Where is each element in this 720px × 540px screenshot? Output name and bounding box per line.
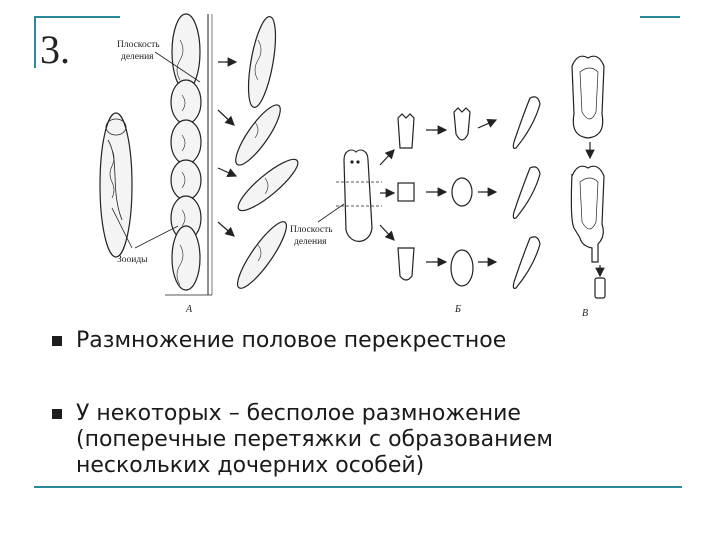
bullet-marker-2 — [52, 409, 62, 419]
bullet-marker-1 — [52, 336, 62, 346]
zooid-chain — [171, 14, 201, 290]
bullet-text-1: Размножение половое перекрестное — [76, 328, 676, 354]
budding-worm — [571, 56, 605, 298]
label-panel-a: А — [185, 304, 193, 315]
label-plane-right-line1: Плоскость — [290, 225, 333, 235]
bullet-text-2: У некоторых – бесполое размножение (попе… — [76, 401, 586, 479]
label-plane-right-line2: деления — [294, 237, 327, 247]
label-zooids: Зооиды — [117, 255, 148, 265]
label-panel-c: В — [582, 308, 588, 319]
frame-line-bottom — [34, 486, 682, 488]
division-diagram: Плоскость деления Плоскость деления Зоои… — [0, 0, 720, 330]
separated-zooids — [229, 15, 303, 294]
label-plane-top-line2: деления — [121, 52, 154, 62]
single-individual — [100, 113, 132, 257]
label-plane-top-line1: Плоскость — [117, 40, 160, 50]
label-panel-b: Б — [454, 304, 461, 315]
